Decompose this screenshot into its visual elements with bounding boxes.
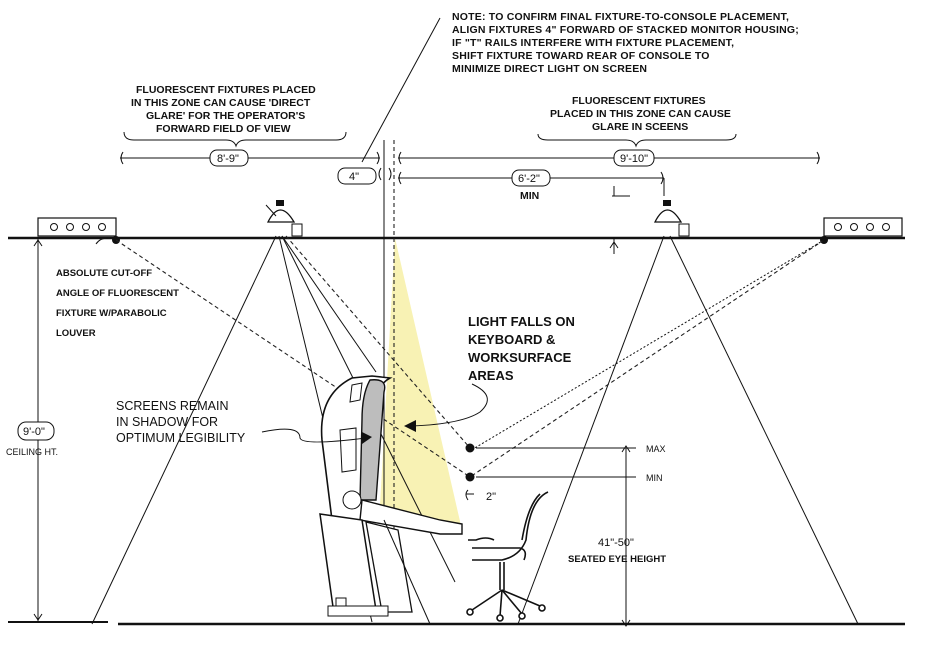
ceiling-fixture-right xyxy=(823,217,903,237)
svg-text:FIXTURE W/PARABOLIC: FIXTURE W/PARABOLIC xyxy=(56,308,167,319)
svg-text:ABSOLUTE CUT-OFF: ABSOLUTE CUT-OFF xyxy=(56,268,152,279)
left-span-dim: 8'-9" xyxy=(217,153,239,165)
screens-callout-arrow xyxy=(362,432,372,444)
zone-left-label: FLUORESCENT FIXTURES PLACED IN THIS ZONE… xyxy=(131,84,316,135)
eye-height-label: SEATED EYE HEIGHT xyxy=(568,554,666,565)
min-span-dim: 6'-2" xyxy=(518,173,540,185)
ceiling-fixture-left xyxy=(37,217,117,237)
console xyxy=(319,375,463,625)
zone-brace-left xyxy=(123,131,347,148)
zone-right-label: FLUORESCENT FIXTURES PLACED IN THIS ZONE… xyxy=(550,95,731,133)
svg-text:FLUORESCENT FIXTURES: FLUORESCENT FIXTURES xyxy=(572,95,706,107)
light-rays xyxy=(91,235,859,625)
eye-max-label: MAX xyxy=(646,444,666,454)
pendant-fixture-right xyxy=(653,200,690,237)
ceiling-height-value: 9'-0" xyxy=(23,426,45,438)
svg-text:PLACED IN THIS ZONE CAN CAUSE: PLACED IN THIS ZONE CAN CAUSE xyxy=(550,108,731,120)
eye-gap-dim: 2" xyxy=(486,491,496,503)
chair xyxy=(466,491,549,622)
light-cone xyxy=(380,238,462,530)
ceiling-height-dim xyxy=(17,238,55,622)
offset-dim: 4" xyxy=(349,171,359,183)
svg-text:LOUVER: LOUVER xyxy=(56,328,96,339)
cutoff-label: ABSOLUTE CUT-OFF ANGLE OF FLUORESCENT FI… xyxy=(56,268,179,339)
svg-text:FLUORESCENT FIXTURES PLACED: FLUORESCENT FIXTURES PLACED xyxy=(136,84,316,96)
eye-range-dim: 41"-50" xyxy=(598,537,634,549)
note-leader xyxy=(361,17,441,163)
right-span-dim: 9'-10" xyxy=(620,153,648,165)
svg-text:ALIGN FIXTURES 4" FORWARD OF S: ALIGN FIXTURES 4" FORWARD OF STACKED MON… xyxy=(452,24,799,36)
svg-text:SHIFT FIXTURE TOWARD REAR OF C: SHIFT FIXTURE TOWARD REAR OF CONSOLE TO xyxy=(452,50,710,62)
svg-text:LIGHT FALLS ON: LIGHT FALLS ON xyxy=(468,314,575,329)
screens-callout-leader xyxy=(261,428,367,443)
min-span-label: MIN xyxy=(520,190,539,202)
pendant-fixture-left xyxy=(265,200,303,237)
svg-text:OPTIMUM LEGIBILITY: OPTIMUM LEGIBILITY xyxy=(116,431,246,445)
svg-text:ANGLE OF FLUORESCENT: ANGLE OF FLUORESCENT xyxy=(56,288,179,299)
eye-min-label: MIN xyxy=(646,473,663,483)
svg-text:GLARE IN SCEENS: GLARE IN SCEENS xyxy=(592,121,688,133)
light-callout: LIGHT FALLS ON KEYBOARD & WORKSURFACE AR… xyxy=(468,314,575,383)
screens-callout: SCREENS REMAIN IN SHADOW FOR OPTIMUM LEG… xyxy=(116,399,246,445)
svg-text:MINIMIZE DIRECT LIGHT ON SCREE: MINIMIZE DIRECT LIGHT ON SCREEN xyxy=(452,63,647,75)
svg-text:WORKSURFACE: WORKSURFACE xyxy=(468,350,572,365)
cutoff-leader xyxy=(95,237,109,245)
svg-text:SCREENS REMAIN: SCREENS REMAIN xyxy=(116,399,229,413)
svg-text:GLARE' FOR THE OPERATOR'S: GLARE' FOR THE OPERATOR'S xyxy=(146,110,305,122)
placement-note: NOTE: TO CONFIRM FINAL FIXTURE-TO-CONSOL… xyxy=(452,11,799,75)
svg-text:FORWARD FIELD OF VIEW: FORWARD FIELD OF VIEW xyxy=(156,123,291,135)
light-callout-arrow xyxy=(404,420,416,432)
svg-text:KEYBOARD &: KEYBOARD & xyxy=(468,332,555,347)
monitor-screen xyxy=(359,379,386,501)
svg-text:IF "T" RAILS INTERFERE WITH FI: IF "T" RAILS INTERFERE WITH FIXTURE PLAC… xyxy=(452,37,734,49)
light-callout-leader xyxy=(411,383,488,427)
svg-text:IN SHADOW FOR: IN SHADOW FOR xyxy=(116,415,218,429)
svg-text:NOTE: TO CONFIRM FINAL FIXTURE: NOTE: TO CONFIRM FINAL FIXTURE-TO-CONSOL… xyxy=(452,11,789,23)
ceiling-height-label: CEILING HT. xyxy=(6,447,58,457)
svg-text:IN THIS ZONE CAN CAUSE 'DIRECT: IN THIS ZONE CAN CAUSE 'DIRECT xyxy=(131,97,311,109)
top-dimensions xyxy=(120,149,820,197)
eye-points xyxy=(465,238,636,627)
svg-text:AREAS: AREAS xyxy=(468,368,514,383)
zone-brace-right xyxy=(537,133,737,148)
